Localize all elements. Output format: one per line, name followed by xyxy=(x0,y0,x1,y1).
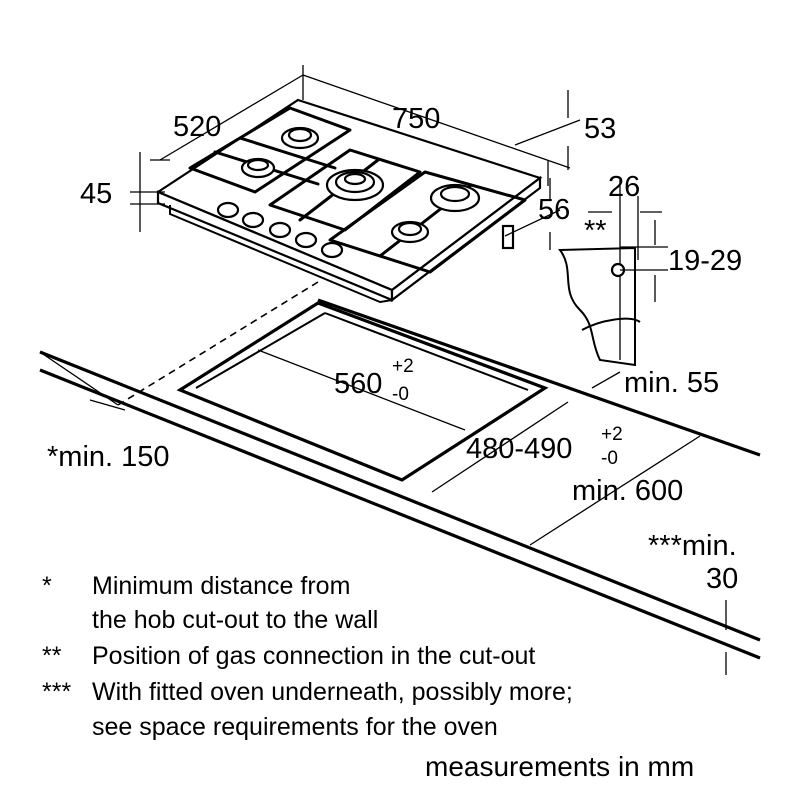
dim-45: 45 xyxy=(80,178,112,210)
dim-26: 26 xyxy=(608,171,640,203)
dim-480-490: 480-490 xyxy=(466,433,572,465)
gas-marker: ** xyxy=(584,215,607,247)
burner-back-left-cap xyxy=(287,127,313,143)
dim-560-tol-minus: -0 xyxy=(392,384,409,405)
dim-19-29: 19-29 xyxy=(668,245,742,277)
worktop-back-edge xyxy=(317,298,761,457)
legend-symbol-3: *** xyxy=(42,678,71,706)
dim-min-55: min. 55 xyxy=(624,367,719,399)
cutout-inner-right xyxy=(324,312,529,391)
knob-2 xyxy=(241,211,265,229)
legend-line-1a: Minimum distance from xyxy=(92,572,350,600)
dim-560: 560 xyxy=(334,368,382,400)
units-note: measurements in mm xyxy=(425,751,694,782)
burner-front-left-cap xyxy=(246,158,270,172)
section-worktop-profile xyxy=(558,246,636,367)
knob-3 xyxy=(268,221,292,239)
hob-body xyxy=(169,205,393,304)
worktop-left-front xyxy=(39,351,119,406)
knob-5 xyxy=(320,241,344,259)
gas-connection-section xyxy=(558,180,668,367)
dim-520: 520 xyxy=(173,111,221,143)
dim-min-30-label: ***min. xyxy=(648,530,737,562)
cutout-outer xyxy=(176,301,549,482)
dim-560-tol-plus: +2 xyxy=(392,356,414,377)
dim-30: 30 xyxy=(706,563,738,595)
worktop-left-dashed-edge xyxy=(117,281,319,406)
dim-480-490-tol-plus: +2 xyxy=(601,424,623,445)
dimension-lines xyxy=(89,65,727,675)
hob xyxy=(155,98,543,304)
legend-symbol-2: ** xyxy=(42,642,62,670)
knob-4 xyxy=(294,231,318,249)
legend: * Minimum distance from the hob cut-out … xyxy=(42,572,694,782)
dim-56: 56 xyxy=(538,194,570,226)
dim-750: 750 xyxy=(392,103,440,135)
dimension-labels: 750 520 45 53 56 26 19-29 ** min. 55 560… xyxy=(47,103,742,595)
legend-line-1b: the hob cut-out to the wall xyxy=(92,606,378,634)
worktop-front-edge-top xyxy=(39,350,761,642)
burner-back-right-cap xyxy=(439,185,471,203)
burner-front-right-cap xyxy=(397,221,423,237)
burner-wok-cap xyxy=(343,172,367,186)
dim-53: 53 xyxy=(584,113,616,145)
legend-line-3a: With fitted oven underneath, possibly mo… xyxy=(92,678,573,706)
gas-connector xyxy=(501,224,515,250)
worktop-front-edge-bottom xyxy=(39,368,761,660)
legend-symbol-1: * xyxy=(42,572,52,600)
dim-min-150: *min. 150 xyxy=(47,441,170,473)
knob-1 xyxy=(216,201,240,219)
dim-480-490-tol-minus: -0 xyxy=(601,448,618,469)
worktop xyxy=(39,281,761,660)
dim-min-600: min. 600 xyxy=(572,475,683,507)
hob-plate-right xyxy=(390,175,542,303)
legend-line-2a: Position of gas connection in the cut-ou… xyxy=(92,642,535,670)
section-hatching xyxy=(581,317,641,331)
legend-line-3b: see space requirements for the oven xyxy=(92,713,498,741)
